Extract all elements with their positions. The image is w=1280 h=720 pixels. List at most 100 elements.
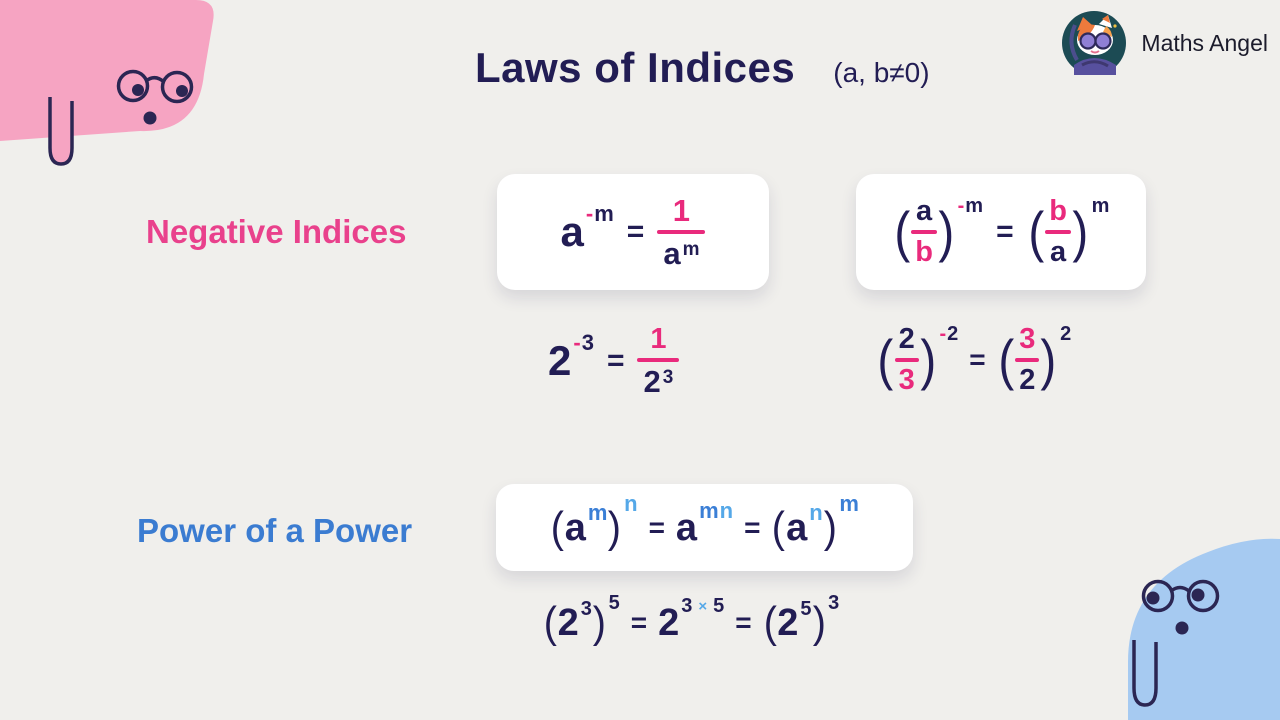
example-power-of-power: ( 2 3 ) 5 = 2 3 × 5 = ( 2 5 ) 3 <box>543 592 840 654</box>
blue-blob-mouth <box>1175 621 1189 635</box>
close-paren: ) <box>920 327 937 391</box>
brand-name: Maths Angel <box>1141 29 1268 56</box>
brand: Maths Angel <box>1062 11 1268 75</box>
fraction-right: b a <box>1045 197 1071 267</box>
formula-card-fraction: ( a b ) - m = ( b a ) m <box>856 174 1146 290</box>
glasses-icon <box>1141 579 1220 613</box>
open-paren: ( <box>550 502 565 552</box>
exponent: 3 <box>580 598 592 620</box>
exponent-m: m <box>839 490 859 516</box>
fraction-bar <box>1045 230 1071 234</box>
base: a <box>675 506 698 549</box>
minus-sign: - <box>957 195 965 217</box>
denominator: a <box>1050 236 1067 268</box>
pink-blob-right-eye <box>176 85 188 97</box>
base: 2 <box>777 602 799 644</box>
minus-sign: - <box>585 201 594 226</box>
numerator: 2 <box>898 323 915 355</box>
exponent: - m <box>957 195 984 217</box>
fraction-left: a b <box>911 197 937 267</box>
base: 2 <box>557 602 579 644</box>
close-paren: ) <box>938 199 955 263</box>
maths-angel-logo-icon <box>1062 11 1127 75</box>
fraction-bar <box>637 358 680 362</box>
header: Laws of Indices (a, b≠0) <box>475 44 930 92</box>
base: a <box>564 506 586 549</box>
open-paren: ( <box>772 502 786 552</box>
base: a <box>786 506 808 549</box>
pink-blob-arm <box>48 97 74 166</box>
exponent: - 2 <box>939 323 959 345</box>
open-paren: ( <box>1027 199 1044 263</box>
power-of-a-power-label: Power of a Power <box>137 512 413 549</box>
denominator: 2 <box>1019 364 1036 396</box>
exponent: 5 <box>608 592 620 614</box>
exponent: 3 <box>828 592 840 614</box>
exponent: 5 <box>800 598 812 620</box>
blue-blob-arm <box>1132 640 1158 707</box>
base: a <box>560 208 584 255</box>
equals-sign: = <box>735 607 752 638</box>
glasses-icon <box>116 69 194 104</box>
open-paren: ( <box>893 199 910 263</box>
exponent-n: n <box>809 499 823 525</box>
open-paren: ( <box>998 327 1014 391</box>
blue-blob-right-eye <box>1191 588 1205 602</box>
base: 2 <box>548 337 572 384</box>
numerator: 3 <box>1019 323 1036 355</box>
minus-sign: - <box>939 323 947 345</box>
exponent: m <box>1091 195 1110 217</box>
page-title: Laws of Indices <box>475 44 796 91</box>
open-paren: ( <box>877 327 894 391</box>
equals-sign: = <box>648 511 665 543</box>
base: 2 <box>658 602 680 644</box>
denominator: 3 <box>898 364 915 396</box>
formula-fraction: ( a b ) - m = ( b a ) m <box>893 195 1110 267</box>
close-paren: ) <box>1040 327 1057 391</box>
numerator: b <box>1049 195 1067 227</box>
equals-sign: = <box>744 511 761 543</box>
exponent-n: n <box>624 490 638 516</box>
exponent: - m <box>585 201 614 226</box>
numerator: 1 <box>672 193 691 228</box>
equals-sign: = <box>969 344 986 375</box>
fraction-bar <box>911 230 937 234</box>
open-paren: ( <box>543 598 557 648</box>
close-paren: ) <box>608 502 622 552</box>
equals-sign: = <box>630 607 648 638</box>
close-paren: ) <box>812 598 826 648</box>
fraction-bar <box>1015 358 1040 362</box>
pink-blob-character <box>0 0 214 166</box>
exponent: 2 <box>1060 323 1072 345</box>
multiply-icon: × <box>698 598 708 615</box>
close-paren: ) <box>592 598 606 648</box>
equals-sign: = <box>606 344 625 377</box>
exponent-product: 3 × 5 <box>681 595 725 617</box>
fraction-right: 3 2 <box>1015 323 1040 396</box>
minus-sign: - <box>573 330 581 355</box>
negative-indices-label: Negative Indices <box>146 213 407 250</box>
fraction-bar <box>657 230 706 234</box>
exponent-m: m <box>587 499 608 525</box>
blue-blob-character <box>1128 538 1280 720</box>
fraction-left: 2 3 <box>894 323 919 396</box>
exponent: - 3 <box>573 330 594 355</box>
numerator: a <box>916 195 933 227</box>
pink-blob-left-eye <box>132 84 144 96</box>
title-condition: (a, b≠0) <box>833 57 930 88</box>
equals-sign: = <box>996 215 1014 248</box>
pink-blob-mouth <box>143 111 157 125</box>
close-paren: ) <box>823 502 837 552</box>
close-paren: ) <box>1072 199 1089 263</box>
example-fraction: ( 2 3 ) - 2 = ( 3 2 ) 2 <box>876 322 1071 398</box>
denominator: b <box>915 236 933 268</box>
numerator: 1 <box>650 323 667 355</box>
